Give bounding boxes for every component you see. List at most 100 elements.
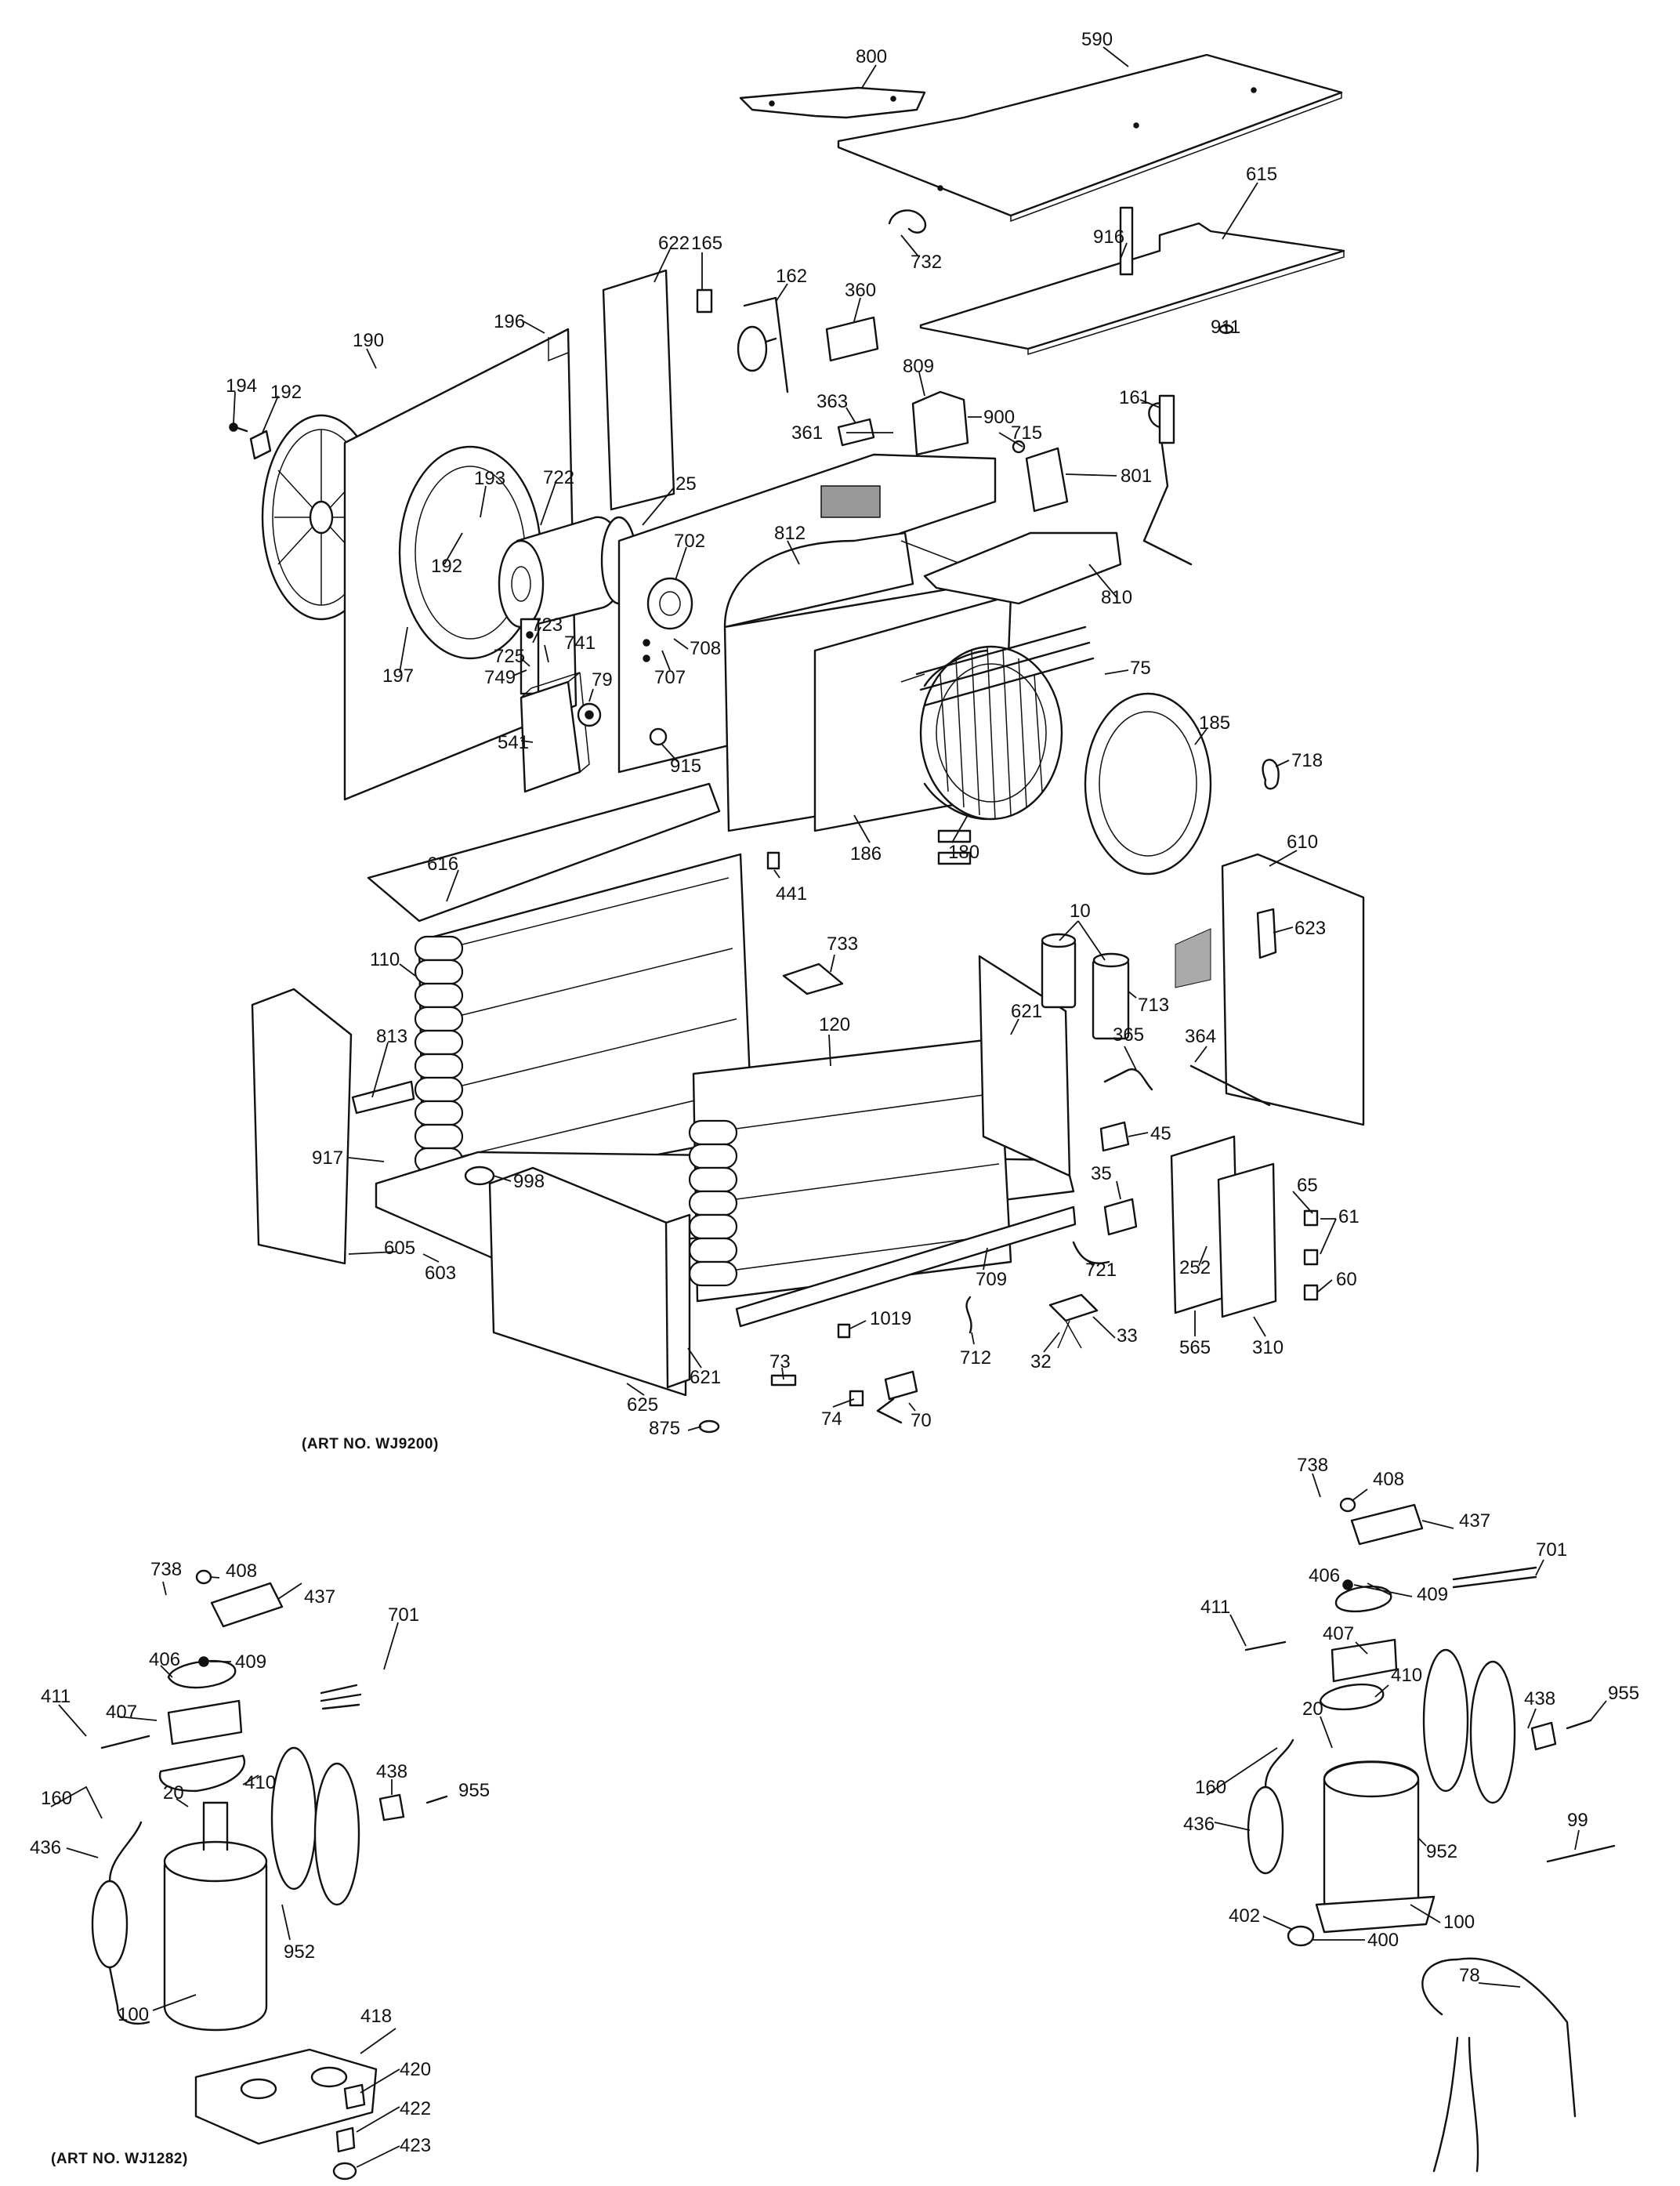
connector-70 bbox=[876, 1370, 918, 1424]
mufflers-left bbox=[270, 1746, 360, 1906]
part-labels: 800 590 615 916 732 911 622 165 162 360 … bbox=[30, 29, 1639, 2156]
label-35: 35 bbox=[1091, 1163, 1112, 1184]
grille-610 bbox=[1175, 853, 1365, 1126]
label-r160: 160 bbox=[1195, 1777, 1226, 1798]
compressor-left bbox=[163, 1801, 268, 2032]
label-709: 709 bbox=[976, 1269, 1007, 1290]
clips-under-blower bbox=[937, 829, 972, 865]
art-number-main: (ART NO. WJ9200) bbox=[302, 1436, 439, 1452]
label-1019: 1019 bbox=[870, 1308, 911, 1329]
bracket-733 bbox=[782, 962, 844, 995]
label-r411: 411 bbox=[1200, 1597, 1230, 1618]
label-616: 616 bbox=[427, 854, 458, 875]
label-708: 708 bbox=[690, 638, 721, 659]
label-l420: 420 bbox=[400, 2059, 431, 2080]
label-715: 715 bbox=[1011, 422, 1042, 444]
label-r409: 409 bbox=[1417, 1584, 1448, 1605]
label-360: 360 bbox=[845, 280, 876, 301]
label-165: 165 bbox=[691, 233, 722, 254]
label-723: 723 bbox=[531, 614, 563, 636]
partition-615 bbox=[919, 206, 1345, 356]
label-75: 75 bbox=[1130, 658, 1151, 679]
label-809: 809 bbox=[903, 356, 934, 377]
small-parts-73-74-875-1019-712 bbox=[698, 1241, 1110, 1434]
label-916: 916 bbox=[1093, 227, 1124, 248]
accumulator-right bbox=[1247, 1738, 1294, 1875]
relay-33 bbox=[1048, 1293, 1099, 1349]
label-l20: 20 bbox=[163, 1782, 184, 1804]
label-l952: 952 bbox=[284, 1941, 315, 1963]
label-911: 911 bbox=[1211, 317, 1240, 338]
mufflers-right bbox=[1422, 1648, 1516, 1804]
label-252: 252 bbox=[1179, 1257, 1211, 1278]
switch-45 bbox=[1099, 1121, 1130, 1152]
label-610: 610 bbox=[1287, 832, 1318, 853]
label-r438: 438 bbox=[1524, 1688, 1555, 1709]
label-l408: 408 bbox=[226, 1561, 257, 1582]
label-r952: 952 bbox=[1426, 1841, 1457, 1862]
label-r408: 408 bbox=[1373, 1469, 1404, 1490]
label-722: 722 bbox=[543, 467, 574, 488]
bracket-725 bbox=[520, 618, 540, 695]
bracket-621 bbox=[664, 955, 1071, 1389]
clip-441 bbox=[766, 851, 780, 870]
label-741: 741 bbox=[564, 633, 596, 654]
label-r701: 701 bbox=[1536, 1539, 1567, 1561]
label-712: 712 bbox=[960, 1347, 991, 1369]
relay-801 bbox=[1025, 447, 1069, 513]
label-l406: 406 bbox=[149, 1649, 180, 1670]
label-365: 365 bbox=[1113, 1024, 1144, 1046]
label-623: 623 bbox=[1294, 918, 1326, 939]
condenser-coil-110 bbox=[414, 853, 754, 1201]
label-800: 800 bbox=[856, 46, 887, 67]
label-73: 73 bbox=[769, 1351, 791, 1372]
label-161: 161 bbox=[1119, 387, 1150, 408]
label-621b: 621 bbox=[690, 1367, 721, 1388]
parts-right-top bbox=[1244, 1497, 1616, 1947]
top-cover-590 bbox=[837, 53, 1343, 223]
label-10: 10 bbox=[1070, 901, 1091, 922]
label-733: 733 bbox=[827, 933, 858, 955]
thermostat-79 bbox=[577, 702, 602, 727]
label-998: 998 bbox=[513, 1171, 545, 1192]
drier-162 bbox=[737, 296, 789, 393]
label-110: 110 bbox=[370, 949, 400, 970]
label-l738: 738 bbox=[150, 1559, 182, 1580]
valve-161 bbox=[1142, 394, 1193, 566]
knobs-61-60-65 bbox=[1303, 1209, 1319, 1301]
compressor-right bbox=[1315, 1760, 1436, 1934]
divider-810 bbox=[923, 531, 1122, 605]
label-192b: 192 bbox=[431, 556, 462, 577]
label-713: 713 bbox=[1138, 995, 1169, 1016]
label-l409: 409 bbox=[235, 1651, 266, 1673]
lead-365 bbox=[1103, 1068, 1153, 1091]
label-l437: 437 bbox=[304, 1586, 335, 1608]
ring-185 bbox=[1084, 692, 1212, 875]
label-197: 197 bbox=[382, 665, 414, 687]
label-r410: 410 bbox=[1391, 1665, 1422, 1686]
label-810: 810 bbox=[1101, 587, 1132, 608]
capacitor-box-541 bbox=[520, 672, 590, 793]
label-185: 185 bbox=[1199, 712, 1230, 734]
panel-622 bbox=[602, 269, 675, 511]
evaporator-coil-120 bbox=[688, 1037, 1012, 1303]
panel-310 bbox=[1217, 1162, 1277, 1318]
label-r955: 955 bbox=[1608, 1683, 1639, 1704]
label-l701: 701 bbox=[388, 1604, 419, 1626]
label-718: 718 bbox=[1291, 750, 1323, 771]
label-361: 361 bbox=[791, 422, 823, 444]
label-721: 721 bbox=[1085, 1260, 1117, 1281]
clip-732 bbox=[888, 209, 927, 234]
label-l410: 410 bbox=[244, 1772, 276, 1793]
label-801: 801 bbox=[1121, 466, 1152, 487]
label-196: 196 bbox=[494, 311, 525, 332]
label-l955: 955 bbox=[458, 1780, 490, 1801]
label-r78: 78 bbox=[1459, 1965, 1480, 1986]
label-l422: 422 bbox=[400, 2098, 431, 2119]
rod-364 bbox=[1189, 1064, 1271, 1107]
clip-192 bbox=[249, 430, 272, 460]
label-875: 875 bbox=[649, 1418, 680, 1439]
label-622: 622 bbox=[658, 233, 690, 254]
label-70: 70 bbox=[911, 1410, 932, 1431]
